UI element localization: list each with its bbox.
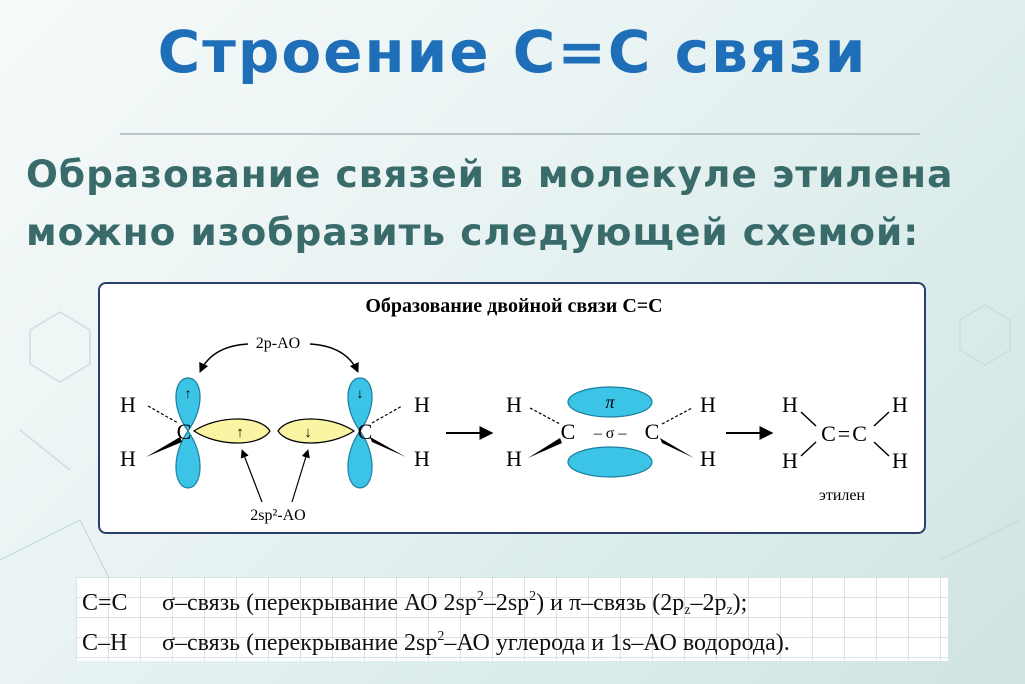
label-2sp2-ao: 2sp²-AO — [250, 507, 305, 524]
subtitle-line-1: Образование связей в молекуле этилена — [26, 152, 954, 196]
ethylene-bond-diagram: Образование двойной связи С=С 2p-AO ↑ ↑ … — [98, 282, 926, 534]
row1-sub1: z — [684, 603, 691, 618]
divider — [120, 133, 920, 135]
page-title: Строение С=С связи — [157, 18, 868, 86]
p-orbital-right-top — [347, 377, 373, 433]
electron-down-right-sp2: ↓ — [304, 425, 312, 441]
arrow-to-sp2-left — [240, 449, 263, 503]
bond-h-right-bottom — [370, 437, 406, 457]
bond-h-mid-rb — [660, 438, 694, 458]
bond-h-left-bottom — [146, 437, 182, 457]
atom-h-3: H — [414, 392, 430, 417]
row1-sup2: 2 — [529, 589, 537, 604]
atom-h-11: H — [892, 392, 908, 417]
row2-sigma: σ–связь (перекрывание 2sp — [162, 630, 438, 656]
atom-h-7: H — [700, 392, 716, 417]
atom-c-right: C — [358, 419, 373, 444]
bond-h-mid-lb — [528, 438, 562, 458]
pi-label: π — [605, 392, 615, 412]
row1-sigma: σ–связь (перекрывание АО 2sp — [162, 590, 477, 616]
atom-h-10: H — [782, 448, 798, 473]
curved-arrow-left — [199, 343, 249, 373]
sp2-orbital-right — [277, 418, 356, 444]
electron-up-left-sp2: ↑ — [236, 425, 244, 441]
row1-sub2: z — [726, 603, 733, 618]
row1-sup1: 2 — [476, 589, 484, 604]
pi-cloud-top — [567, 386, 653, 418]
bond-h-mid-lt — [529, 407, 561, 425]
bond-type-cc: C=C — [82, 590, 128, 616]
atom-h-5: H — [506, 392, 522, 417]
bond-h-left-top — [147, 405, 179, 424]
atom-c-mid-left: C — [561, 419, 576, 444]
ethylene-double-bond: C=C — [821, 421, 869, 446]
p-orbital-left-top — [175, 377, 201, 433]
curved-arrow-right — [309, 343, 359, 373]
sigma-bond-label: – σ – — [593, 425, 628, 442]
atom-c-left: C — [177, 419, 192, 444]
p-orbital-right-bottom — [347, 429, 373, 489]
electron-up-left-p: ↑ — [185, 387, 192, 402]
electron-down-right-p: ↓ — [357, 387, 364, 402]
bond-eth-lb — [800, 441, 817, 457]
row1-end: ); — [732, 590, 748, 616]
summary-row-ch: C–H σ–связь (перекрывание 2sp2–АО углерод… — [82, 617, 790, 657]
label-2p-ao: 2p-AO — [256, 335, 300, 352]
row2-sup1: 2 — [437, 629, 445, 644]
subtitle: Образование связей в молекуле этилена мо… — [26, 145, 1016, 261]
arrow-to-sp2-right — [291, 449, 310, 503]
ethylene-label: этилен — [819, 487, 866, 504]
row1-dash: –2sp — [483, 590, 530, 616]
bond-eth-rb — [873, 441, 890, 457]
atom-h-2: H — [120, 446, 136, 471]
row2-rest: –АО углерода и 1s–АО водорода). — [444, 630, 790, 656]
diagram-canvas: Образование двойной связи С=С 2p-AO ↑ ↑ … — [120, 295, 908, 524]
row1-mid: –2p — [690, 590, 727, 616]
atom-h-1: H — [120, 392, 136, 417]
atom-h-8: H — [700, 446, 716, 471]
atom-h-6: H — [506, 446, 522, 471]
diagram-heading: Образование двойной связи С=С — [365, 295, 662, 317]
atom-h-9: H — [782, 392, 798, 417]
bond-type-ch: C–H — [82, 630, 128, 656]
bond-eth-lt — [800, 411, 817, 427]
atom-h-4: H — [414, 446, 430, 471]
bond-eth-rt — [873, 411, 890, 427]
atom-c-mid-right: C — [645, 419, 660, 444]
bond-h-right-top — [371, 405, 403, 424]
subtitle-line-2: можно изобразить следующей схемой: — [26, 210, 920, 254]
row1-and-pi: ) и π–связь (2p — [536, 590, 685, 616]
bond-h-mid-rt — [661, 407, 693, 425]
sp2-orbital-left — [192, 418, 271, 444]
p-orbital-left-bottom — [175, 429, 201, 489]
atom-h-12: H — [892, 448, 908, 473]
pi-cloud-bottom — [567, 446, 653, 478]
